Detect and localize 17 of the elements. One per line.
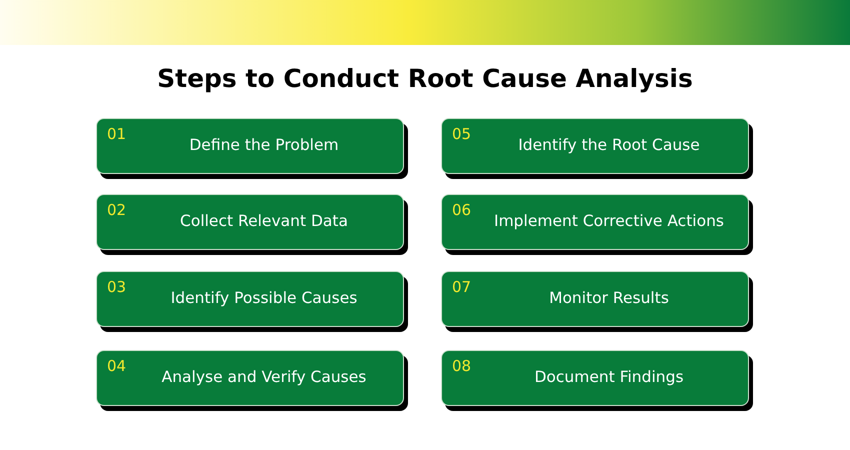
step-label: Collect Relevant Data: [179, 212, 349, 230]
title: Steps to Conduct Root Cause Analysis: [156, 64, 694, 93]
step-number: 07: [452, 278, 472, 296]
step-number: 08: [452, 357, 472, 375]
step-label: Document Findings: [533, 368, 685, 386]
step-number: 05: [452, 125, 472, 143]
step-label: Define the Problem: [188, 136, 340, 154]
step-label: Analyse and Verify Causes: [160, 368, 368, 386]
step-label: Identify the Root Cause: [517, 136, 701, 154]
step-label: Monitor Results: [548, 289, 670, 307]
step-number: 06: [452, 201, 472, 219]
step-label: Implement Corrective Actions: [493, 212, 725, 230]
step-number: 02: [107, 201, 126, 219]
step-number: 01: [107, 125, 126, 143]
step-label: Identify Possible Causes: [170, 289, 358, 307]
step-number: 03: [107, 278, 126, 296]
step-number: 04: [107, 357, 126, 375]
